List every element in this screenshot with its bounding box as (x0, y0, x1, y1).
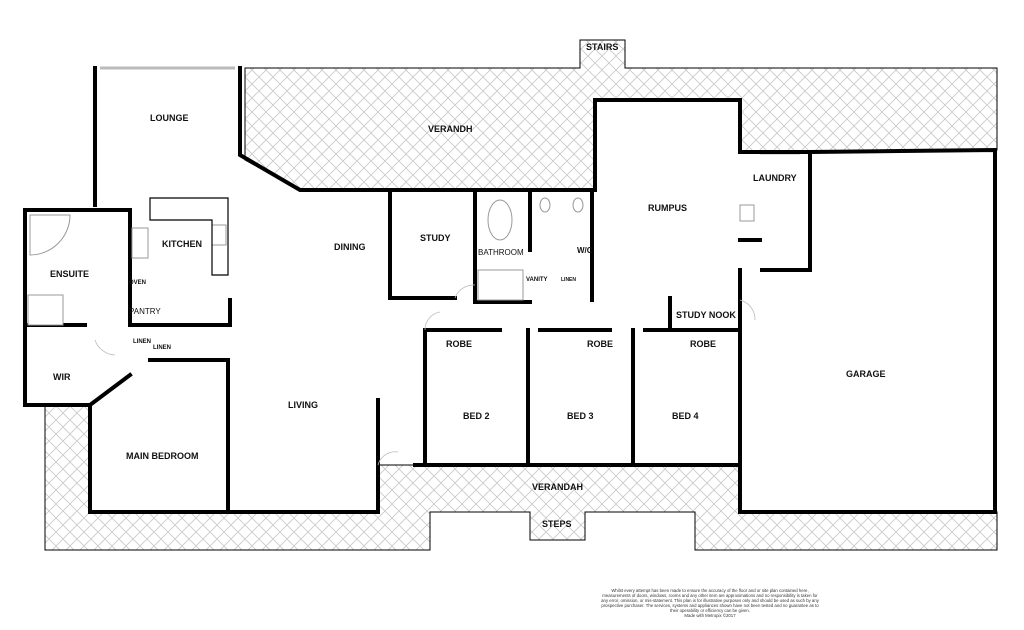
label-dining: DINING (334, 242, 366, 252)
label-verandah-bottom: VERANDAH (532, 482, 583, 492)
label-main-bedroom: MAIN BEDROOM (126, 451, 199, 461)
verandah-bottom-area (44, 404, 998, 551)
label-study: STUDY (420, 233, 451, 243)
label-rumpus: RUMPUS (648, 203, 687, 213)
laundry-tub-icon (739, 204, 755, 222)
label-steps: STEPS (542, 519, 572, 529)
label-lounge: LOUNGE (150, 113, 189, 123)
label-bed-3: BED 3 (567, 411, 594, 421)
label-vanity: VANITY (526, 277, 548, 283)
toilet-icon (572, 197, 584, 213)
sink-icon (211, 224, 227, 246)
label-bed-4: BED 4 (672, 411, 699, 421)
label-wir: WIR (53, 372, 71, 382)
verandah-top-area (244, 39, 998, 191)
label-verandah-top: VERANDH (428, 124, 473, 134)
door-swings (94, 284, 756, 466)
shower-icon (27, 294, 64, 326)
label-laundry: LAUNDRY (753, 173, 797, 183)
label-ensuite: ENSUITE (50, 269, 89, 279)
label-living: LIVING (288, 400, 318, 410)
disclaimer-credit: Made with Metropix ©2017 (684, 613, 736, 618)
label-robe-2: ROBE (446, 339, 472, 349)
label-robe-4: ROBE (690, 339, 716, 349)
label-bed-2: BED 2 (463, 411, 490, 421)
kitchen-bench (149, 197, 229, 276)
room-labels: LOUNGE VERANDH STAIRS LAUNDRY RUMPUS KIT… (50, 42, 886, 529)
label-linen-1: LINEN (133, 339, 151, 345)
disclaimer-text: Whilst every attempt has been made to en… (601, 588, 819, 613)
label-study-nook: STUDY NOOK (676, 310, 736, 320)
label-bathroom: BATHROOM (478, 248, 524, 257)
label-robe-3: ROBE (587, 339, 613, 349)
label-oven: OVEN (129, 280, 146, 286)
toilet-icon (539, 197, 551, 213)
label-linen-2: LINEN (153, 345, 171, 351)
label-linen-bath: LINEN (561, 277, 576, 283)
corner-bath-icon (29, 214, 71, 256)
label-garage: GARAGE (846, 369, 886, 379)
fixtures (27, 197, 755, 326)
shower-icon (477, 269, 524, 301)
disclaimer: Whilst every attempt has been made to en… (600, 588, 820, 618)
freestanding-bath-icon (487, 199, 513, 241)
cooktop-icon (131, 227, 149, 259)
label-pantry: PANTRY (129, 307, 161, 316)
label-wc: W/C (577, 246, 593, 255)
label-kitchen: KITCHEN (162, 239, 202, 249)
label-stairs: STAIRS (586, 42, 618, 52)
